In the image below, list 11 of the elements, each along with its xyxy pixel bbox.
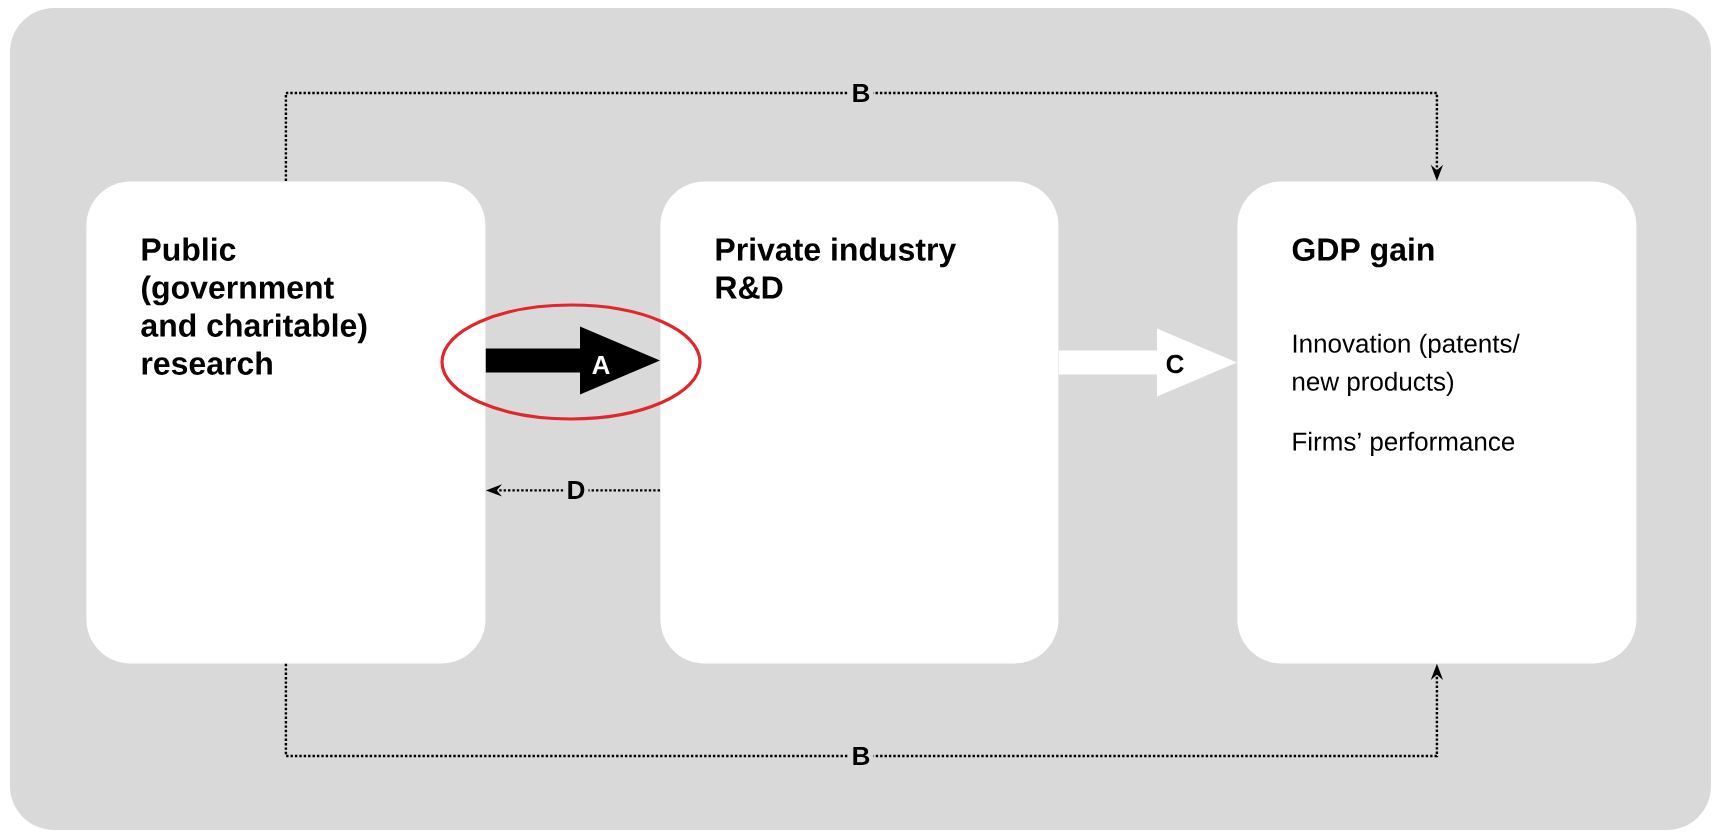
block-arrow <box>1058 328 1237 397</box>
edge-label: B <box>848 744 874 768</box>
dotted-arrow <box>284 91 1444 181</box>
rounded-box: Public (government and charitable) research <box>86 181 486 664</box>
block-arrow <box>485 326 660 395</box>
edge-label: B <box>848 81 874 105</box>
rounded-box: GDP gain Innovation (patents/ new products) Firms’ performance <box>1237 181 1637 664</box>
rounded-box: Private industry R&D <box>660 181 1059 664</box>
edge-label: D <box>563 478 589 502</box>
edge-label: A <box>592 356 610 374</box>
edge-label: C <box>1166 354 1184 374</box>
